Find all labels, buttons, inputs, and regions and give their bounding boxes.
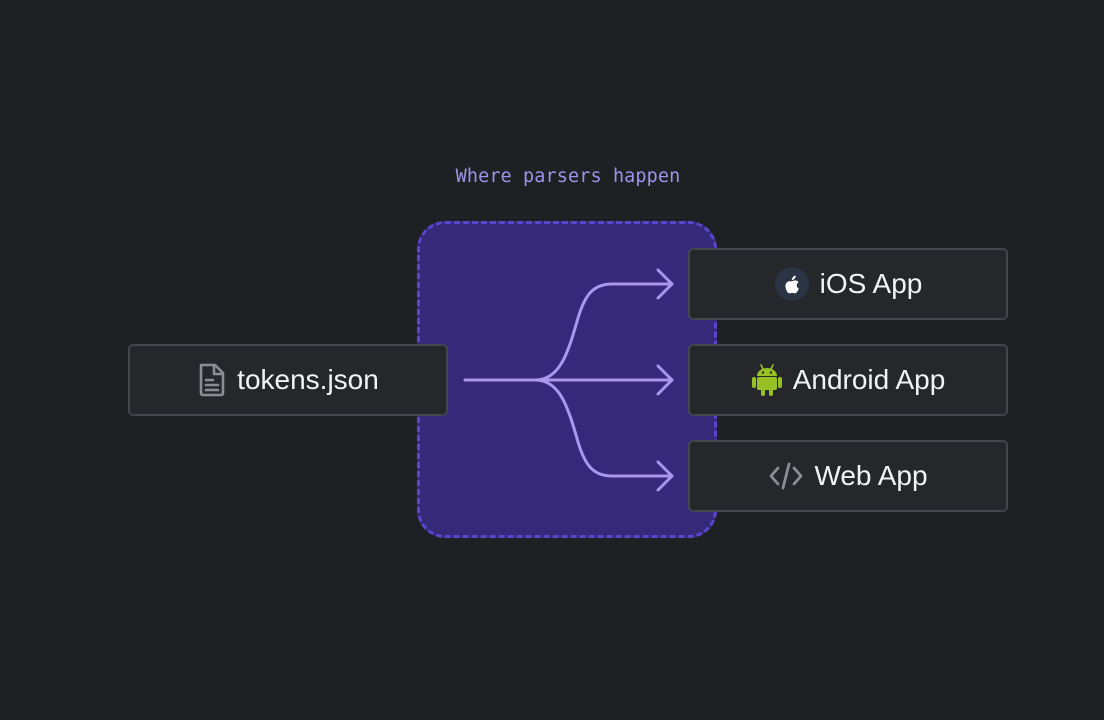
parser-zone [417,221,717,538]
ios-label: iOS App [819,268,923,299]
target-card-android: Android App [688,344,1008,416]
document-icon [197,363,227,397]
android-icon [751,363,783,397]
source-card-tokens-json: tokens.json [128,344,448,416]
android-label: Android App [792,364,946,395]
target-card-ios: iOS App [688,248,1008,320]
web-label: Web App [814,460,928,491]
zone-caption: Where parsers happen [455,166,681,187]
apple-icon [774,266,810,302]
code-icon [768,460,804,492]
target-card-web: Web App [688,440,1008,512]
source-label: tokens.json [237,364,379,395]
